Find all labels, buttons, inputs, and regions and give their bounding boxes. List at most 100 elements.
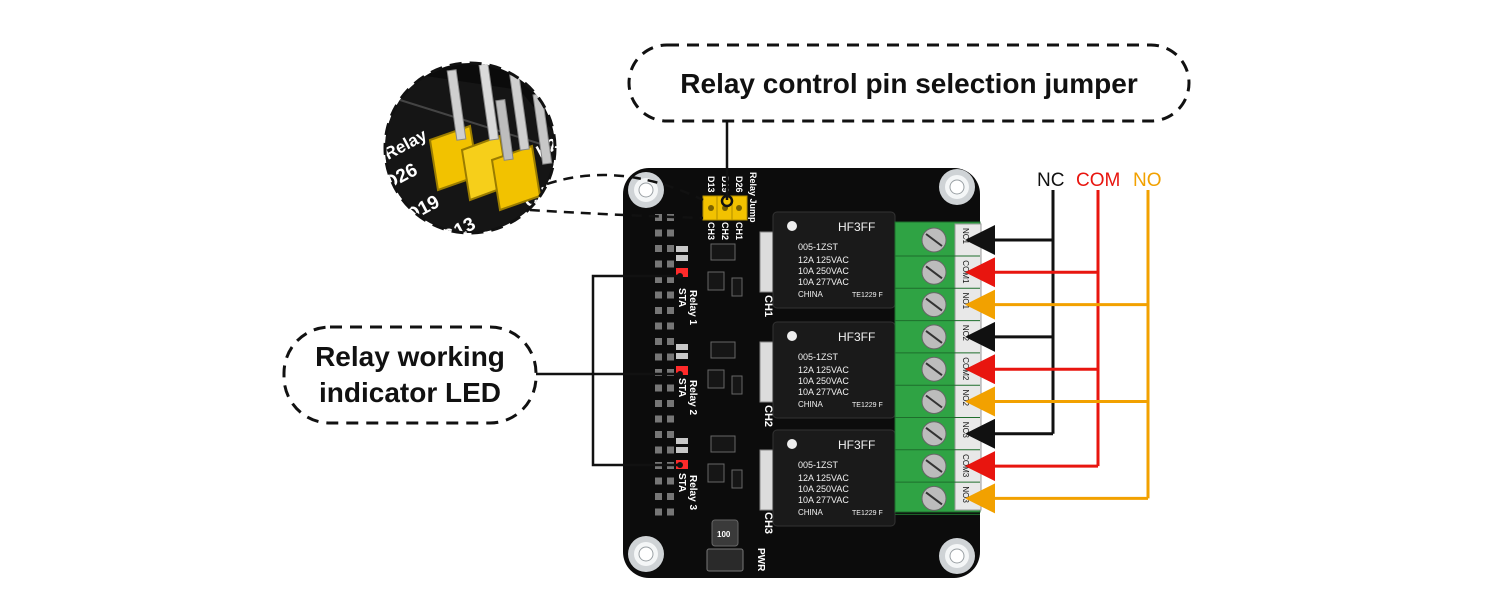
jumper-ch1-label: CH1 bbox=[734, 222, 744, 240]
relay-origin: CHINA bbox=[798, 290, 824, 299]
gpio-pin bbox=[667, 291, 674, 299]
jumper-callout: Relay control pin selection jumper bbox=[627, 43, 1191, 208]
gpio-pin bbox=[667, 353, 674, 361]
jumper-ch2-label: CH2 bbox=[720, 222, 730, 240]
smd-resistor bbox=[676, 344, 688, 350]
terminal-label-no1: NO1 bbox=[961, 293, 970, 310]
relay-ch2-label: CH2 bbox=[762, 405, 774, 427]
gpio-pin bbox=[667, 369, 674, 376]
relay-2-label: Relay 2 bbox=[687, 380, 698, 415]
pin-label-d13: D13 bbox=[706, 176, 716, 193]
gpio-pin bbox=[655, 322, 662, 330]
screw-slot bbox=[925, 426, 943, 441]
screw-slot bbox=[925, 233, 943, 247]
jump-title: Relay Jump bbox=[748, 172, 758, 223]
gpio-pin bbox=[655, 477, 662, 485]
terminal-label-no2: NO2 bbox=[961, 390, 970, 407]
screw-slot bbox=[925, 394, 943, 409]
led-callout-line1: Relay working bbox=[315, 341, 505, 372]
gpio-pin bbox=[667, 338, 674, 345]
terminal-label-nc1: NC1 bbox=[961, 228, 970, 245]
relay-part: 005-1ZST bbox=[798, 242, 839, 252]
gpio-pin bbox=[655, 353, 662, 361]
smd-resistor bbox=[676, 438, 688, 444]
gpio-pin bbox=[655, 291, 662, 299]
diode bbox=[707, 271, 725, 291]
gpio-pin bbox=[667, 477, 674, 485]
terminal-label-no3: NO3 bbox=[961, 486, 970, 503]
jumper-silk-labels: D13 D19 D26 Relay Jump CH3 CH2 CH1 bbox=[706, 172, 758, 240]
relay-code: TE1229 F bbox=[852, 402, 883, 409]
diode bbox=[731, 277, 743, 297]
relay-1-status-led bbox=[676, 268, 688, 277]
com-wire-label: COM bbox=[1076, 170, 1120, 191]
jumper-header bbox=[702, 195, 748, 221]
relay-rating: 12A 125VAC bbox=[798, 473, 849, 483]
relay-rating: 10A 250VAC bbox=[798, 266, 849, 276]
relay-2-status-led bbox=[676, 366, 688, 375]
relay-rating: 12A 125VAC bbox=[798, 365, 849, 375]
gpio-pin bbox=[655, 229, 662, 237]
relay-logo bbox=[787, 221, 797, 231]
relay-logo bbox=[787, 439, 797, 449]
gpio-pin bbox=[667, 260, 674, 268]
gpio-pin bbox=[667, 307, 674, 314]
screw-slot bbox=[925, 459, 943, 473]
gpio-pin bbox=[655, 415, 662, 423]
gpio-pin bbox=[655, 276, 662, 283]
power-inductor: 100 bbox=[706, 519, 744, 572]
gpio-pin bbox=[655, 431, 662, 438]
inductor-mark: 100 bbox=[717, 530, 731, 539]
gpio-pin bbox=[655, 384, 662, 392]
sta-1-label: STA bbox=[676, 288, 687, 307]
gpio-pin bbox=[655, 245, 662, 252]
transistor bbox=[710, 435, 736, 453]
gpio-pin bbox=[667, 384, 674, 392]
gpio-pin bbox=[655, 307, 662, 314]
smd-resistor bbox=[676, 447, 688, 453]
gpio-pin bbox=[655, 338, 662, 345]
led-callout: Relay working indicator LED bbox=[282, 273, 683, 468]
screw-slot bbox=[925, 297, 943, 312]
diode bbox=[731, 469, 743, 489]
relay-rating: 12A 125VAC bbox=[798, 255, 849, 265]
relay-rating: 10A 250VAC bbox=[798, 376, 849, 386]
nc-wire-label: NC bbox=[1037, 170, 1064, 191]
relay-model: HF3FF bbox=[838, 220, 875, 234]
terminal-label-nc2: NC2 bbox=[961, 325, 970, 342]
transistor bbox=[710, 341, 736, 359]
relay-rating: 10A 250VAC bbox=[798, 484, 849, 494]
pin-label-d19: D19 bbox=[720, 176, 730, 193]
no-wire-label: NO bbox=[1133, 170, 1162, 191]
relay-rating: 10A 277VAC bbox=[798, 277, 849, 287]
gpio-pin bbox=[655, 369, 662, 376]
mounting-hole-top-right bbox=[939, 169, 975, 205]
gpio-pin bbox=[667, 431, 674, 438]
relay-1-label: Relay 1 bbox=[687, 290, 698, 325]
relay-model: HF3FF bbox=[838, 438, 875, 452]
relay-rating: 10A 277VAC bbox=[798, 495, 849, 505]
relay-ch3-label: CH3 bbox=[762, 512, 774, 534]
gpio-pin bbox=[667, 276, 674, 283]
relay-origin: CHINA bbox=[798, 508, 824, 517]
relay-origin: CHINA bbox=[798, 400, 824, 409]
smd-resistor bbox=[676, 246, 688, 252]
relay-rating: 10A 277VAC bbox=[798, 387, 849, 397]
sta-3-label: STA bbox=[676, 473, 687, 492]
relay-model: HF3FF bbox=[838, 330, 875, 344]
relay-code: TE1229 F bbox=[852, 292, 883, 299]
gpio-pin bbox=[667, 322, 674, 330]
terminal-label-nc3: NC3 bbox=[961, 422, 970, 439]
screw-slot bbox=[925, 330, 943, 344]
sta-2-label: STA bbox=[676, 378, 687, 397]
gpio-pin bbox=[667, 446, 674, 454]
relay-3-label: Relay 3 bbox=[687, 475, 698, 510]
diode bbox=[707, 463, 725, 483]
gpio-pin bbox=[667, 229, 674, 237]
gpio-pin bbox=[667, 400, 674, 407]
mounting-hole-bottom-left bbox=[628, 536, 664, 572]
